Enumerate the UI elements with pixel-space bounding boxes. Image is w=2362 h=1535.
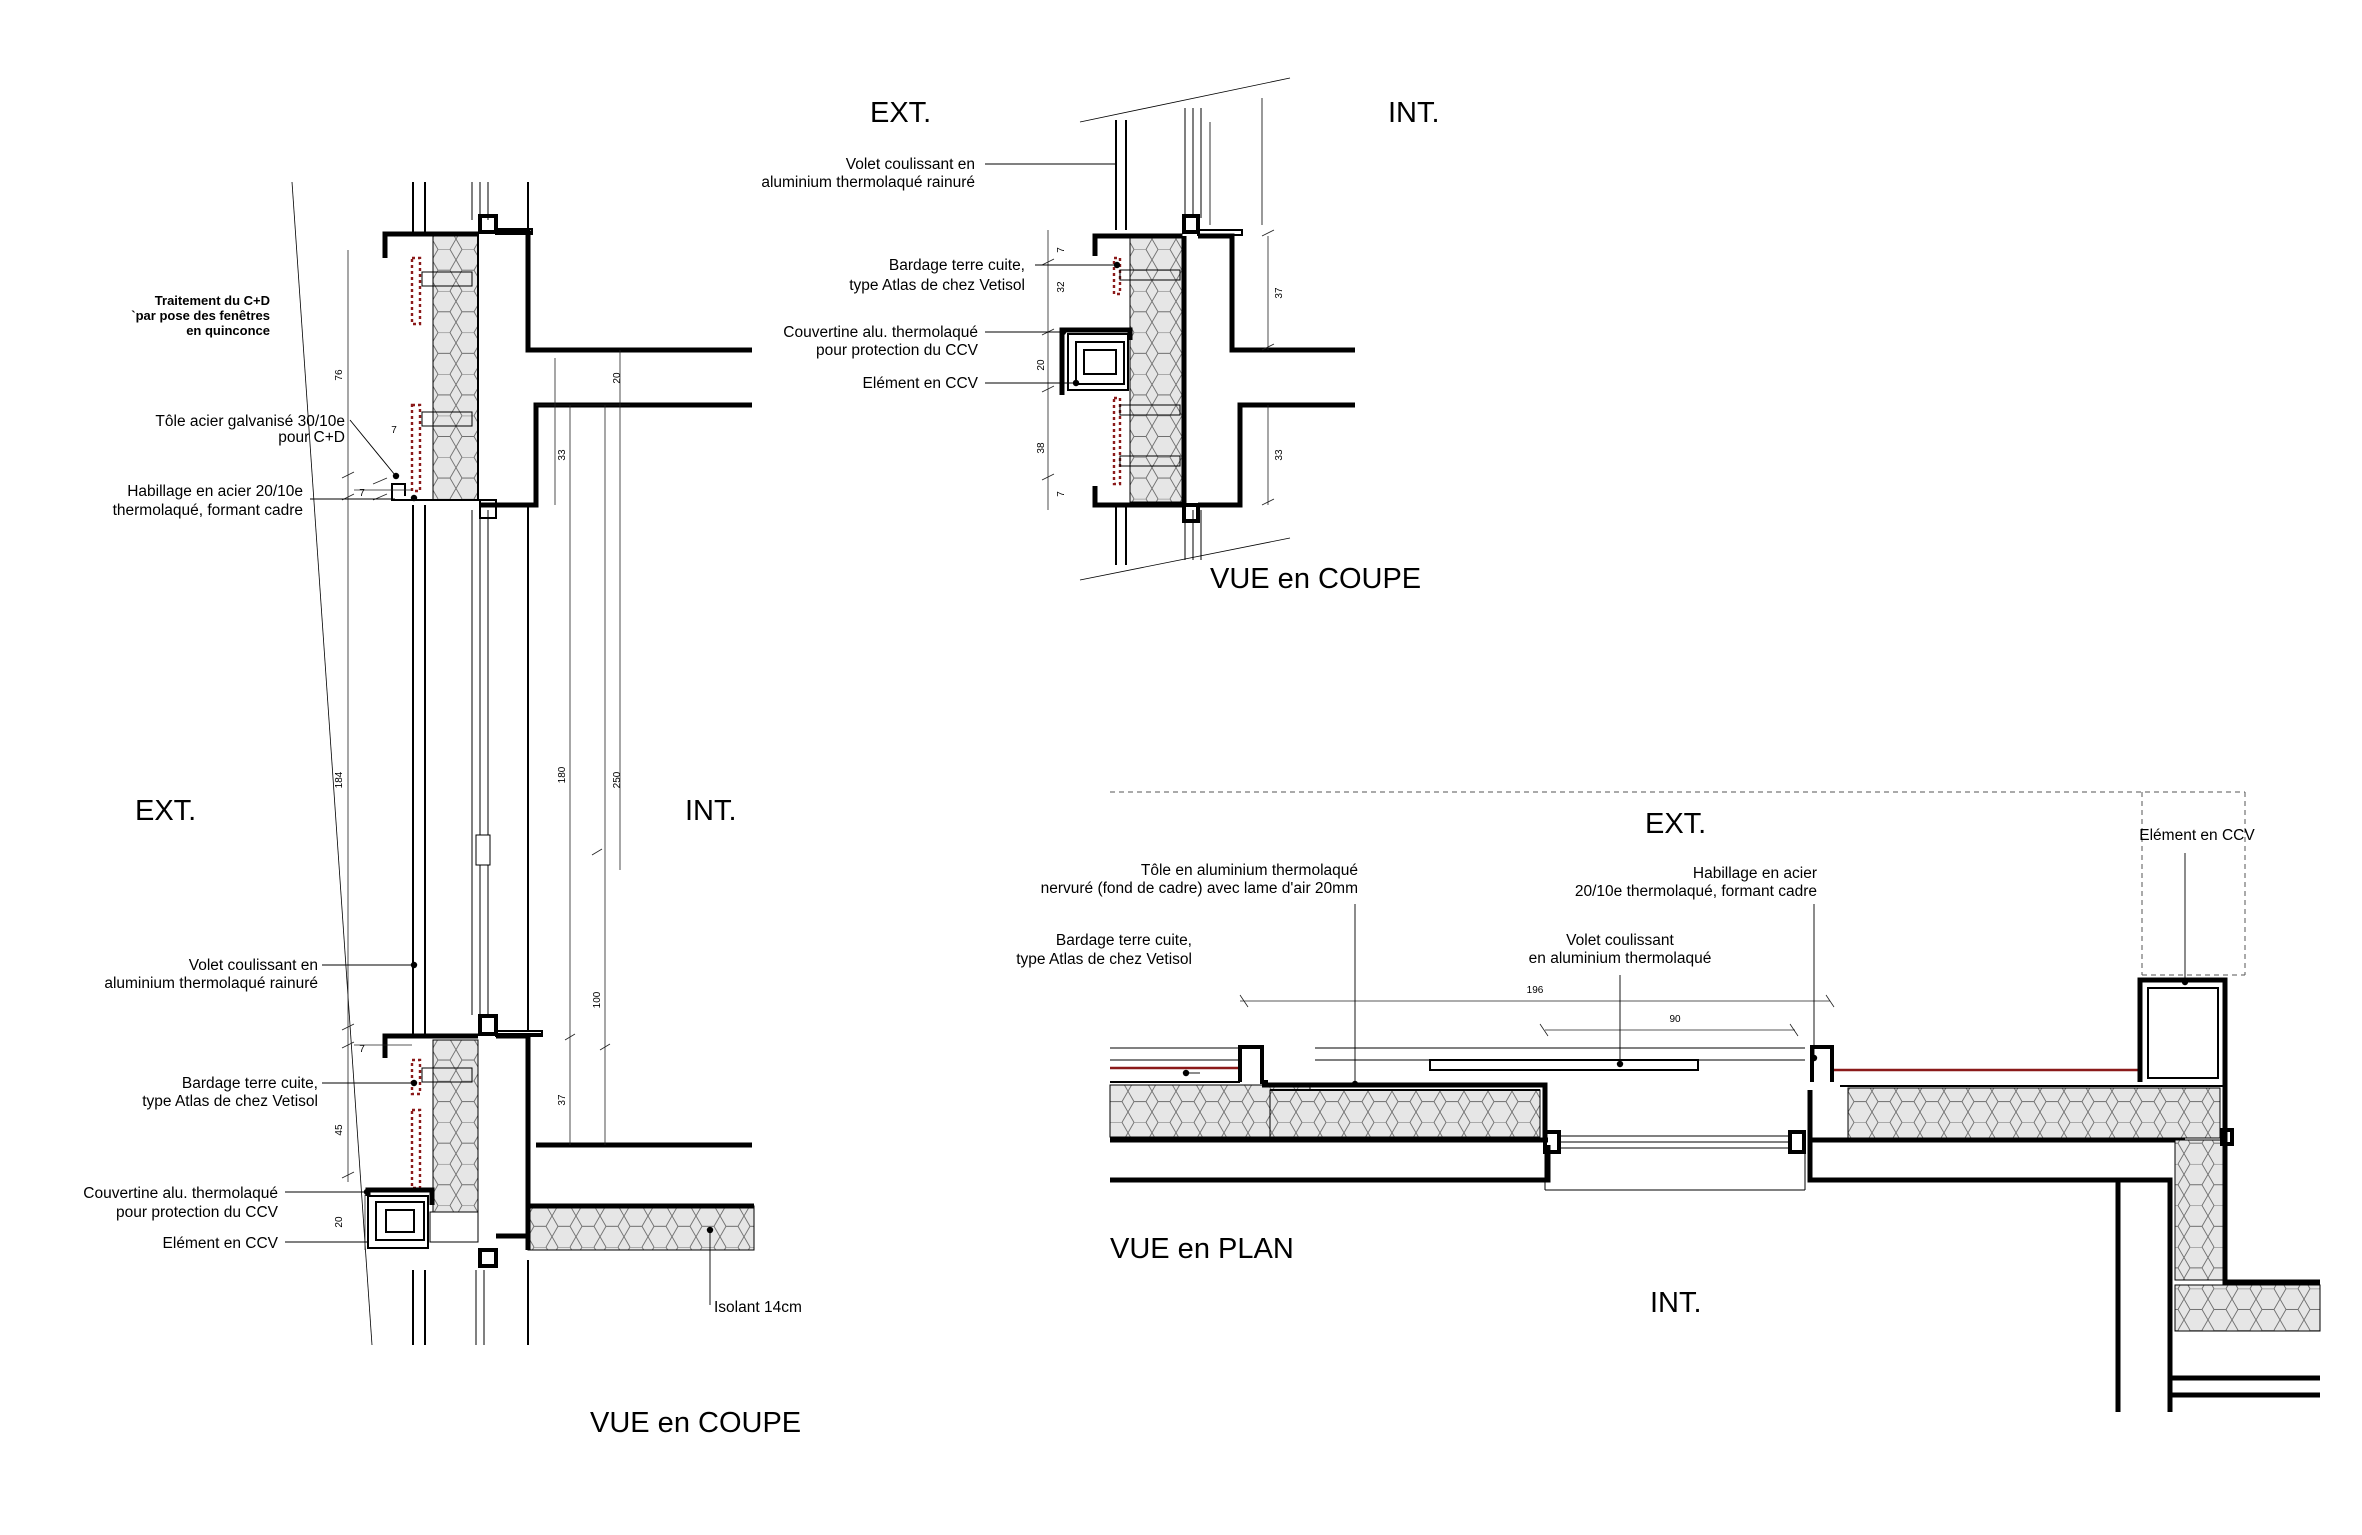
plan-note-habillage-line2: 20/10e thermolaqué, formant cadre bbox=[1575, 883, 1817, 900]
dim-7a: 7 bbox=[391, 425, 397, 436]
note-cd-line2: `par pose des fenêtres bbox=[131, 308, 270, 323]
plan-leaders bbox=[1182, 853, 2189, 1088]
note-habillage-line1: Habillage en acier 20/10e bbox=[127, 483, 303, 500]
plan-view-drawing bbox=[1109, 791, 2321, 1412]
dim-7c: 7 bbox=[359, 1044, 365, 1055]
plan-dim-90: 90 bbox=[1669, 1014, 1681, 1025]
plan-ext-label: EXT. bbox=[1645, 808, 1706, 840]
dim-100: 100 bbox=[592, 991, 603, 1008]
note-tole-line2: pour C+D bbox=[278, 429, 345, 446]
plan-int-label: INT. bbox=[1650, 1287, 1702, 1319]
main-section-drawing bbox=[291, 181, 755, 1346]
dim-184: 184 bbox=[334, 771, 345, 788]
note-cd-line3: en quinconce bbox=[186, 323, 270, 338]
main-int-label: INT. bbox=[685, 795, 737, 827]
plan-title: VUE en PLAN bbox=[1110, 1233, 1294, 1265]
small-dim-7b: 7 bbox=[1056, 491, 1067, 497]
main-section-leaders bbox=[285, 419, 714, 1305]
note-couvertine-line2: pour protection du CCV bbox=[116, 1204, 279, 1221]
small-section-title: VUE en COUPE bbox=[1210, 563, 1421, 595]
plan-note-volet-line2: en aluminium thermolaqué bbox=[1529, 950, 1712, 967]
small-section-labels: EXT. INT. VUE en COUPE Volet coulissant … bbox=[761, 97, 1439, 595]
dim-250: 250 bbox=[612, 771, 623, 788]
lower-sill-assembly bbox=[365, 1014, 755, 1268]
small-dim-37: 37 bbox=[1274, 287, 1285, 299]
plan-labels: EXT. INT. VUE en PLAN Tôle en aluminium … bbox=[1016, 808, 2255, 1319]
dim-33: 33 bbox=[557, 449, 568, 461]
plan-note-tole-line2: nervuré (fond de cadre) avec lame d'air … bbox=[1041, 880, 1358, 897]
small-dim-7a: 7 bbox=[1056, 247, 1067, 253]
dim-7b: 7 bbox=[359, 488, 365, 499]
small-section-drawing bbox=[1041, 77, 1355, 581]
note-habillage-line2: thermolaqué, formant cadre bbox=[113, 502, 303, 519]
note-couvertine-line1: Couvertine alu. thermolaqué bbox=[83, 1185, 278, 1202]
small-note-bardage-line2: type Atlas de chez Vetisol bbox=[849, 277, 1025, 294]
upper-lintel-assembly bbox=[382, 214, 752, 519]
plan-dimension-labels: 196 90 bbox=[1527, 985, 1681, 1025]
small-note-ccv: Elément en CCV bbox=[863, 375, 979, 392]
small-note-couvertine-line1: Couvertine alu. thermolaqué bbox=[783, 324, 978, 341]
small-dim-33: 33 bbox=[1274, 449, 1285, 461]
plan-note-bardage-line1: Bardage terre cuite, bbox=[1056, 932, 1192, 949]
plan-note-ccv: Elément en CCV bbox=[2139, 827, 2255, 844]
plan-dim-196: 196 bbox=[1527, 985, 1544, 996]
small-dim-32: 32 bbox=[1056, 281, 1067, 293]
main-section-labels: EXT. INT. VUE en COUPE Traitement du C+D… bbox=[83, 293, 802, 1439]
glazing-lines bbox=[412, 182, 529, 1345]
dim-37: 37 bbox=[557, 1094, 568, 1106]
dim-20b: 20 bbox=[612, 372, 623, 384]
note-volet-line1: Volet coulissant en bbox=[189, 957, 318, 974]
note-ccv: Elément en CCV bbox=[163, 1235, 279, 1252]
plan-note-bardage-line2: type Atlas de chez Vetisol bbox=[1016, 951, 1192, 968]
note-tole-line1: Tôle acier galvanisé 30/10e bbox=[155, 413, 345, 430]
small-note-couvertine-line2: pour protection du CCV bbox=[816, 342, 979, 359]
main-section-dimensions bbox=[341, 250, 630, 1250]
plan-note-tole-line1: Tôle en aluminium thermolaqué bbox=[1141, 862, 1358, 879]
dim-45: 45 bbox=[334, 1124, 345, 1136]
small-int-label: INT. bbox=[1388, 97, 1440, 129]
main-ext-label: EXT. bbox=[135, 795, 196, 827]
main-section-dimension-labels: 76 7 7 184 7 45 20 20 33 180 250 100 37 bbox=[334, 369, 623, 1228]
note-volet-line2: aluminium thermolaqué rainuré bbox=[104, 975, 318, 992]
note-bardage-line1: Bardage terre cuite, bbox=[182, 1075, 318, 1092]
dim-76: 76 bbox=[334, 369, 345, 381]
note-isolant: Isolant 14cm bbox=[714, 1299, 802, 1316]
small-note-bardage-line1: Bardage terre cuite, bbox=[889, 257, 1025, 274]
small-note-volet-line2: aluminium thermolaqué rainuré bbox=[761, 174, 975, 191]
plan-note-volet-line1: Volet coulissant bbox=[1566, 932, 1674, 949]
small-dim-38: 38 bbox=[1036, 442, 1047, 454]
small-section-leaders bbox=[985, 163, 1121, 387]
small-section-dimension-labels: 7 32 20 38 7 37 33 bbox=[1036, 247, 1285, 497]
dim-20a: 20 bbox=[334, 1216, 345, 1228]
dim-180: 180 bbox=[557, 766, 568, 783]
plan-note-habillage-line1: Habillage en acier bbox=[1693, 865, 1817, 882]
small-note-volet-line1: Volet coulissant en bbox=[846, 156, 975, 173]
small-dim-20: 20 bbox=[1036, 359, 1047, 371]
note-bardage-line2: type Atlas de chez Vetisol bbox=[142, 1093, 318, 1110]
note-cd-line1: Traitement du C+D bbox=[155, 293, 270, 308]
small-ext-label: EXT. bbox=[870, 97, 931, 129]
main-section-title: VUE en COUPE bbox=[590, 1407, 801, 1439]
